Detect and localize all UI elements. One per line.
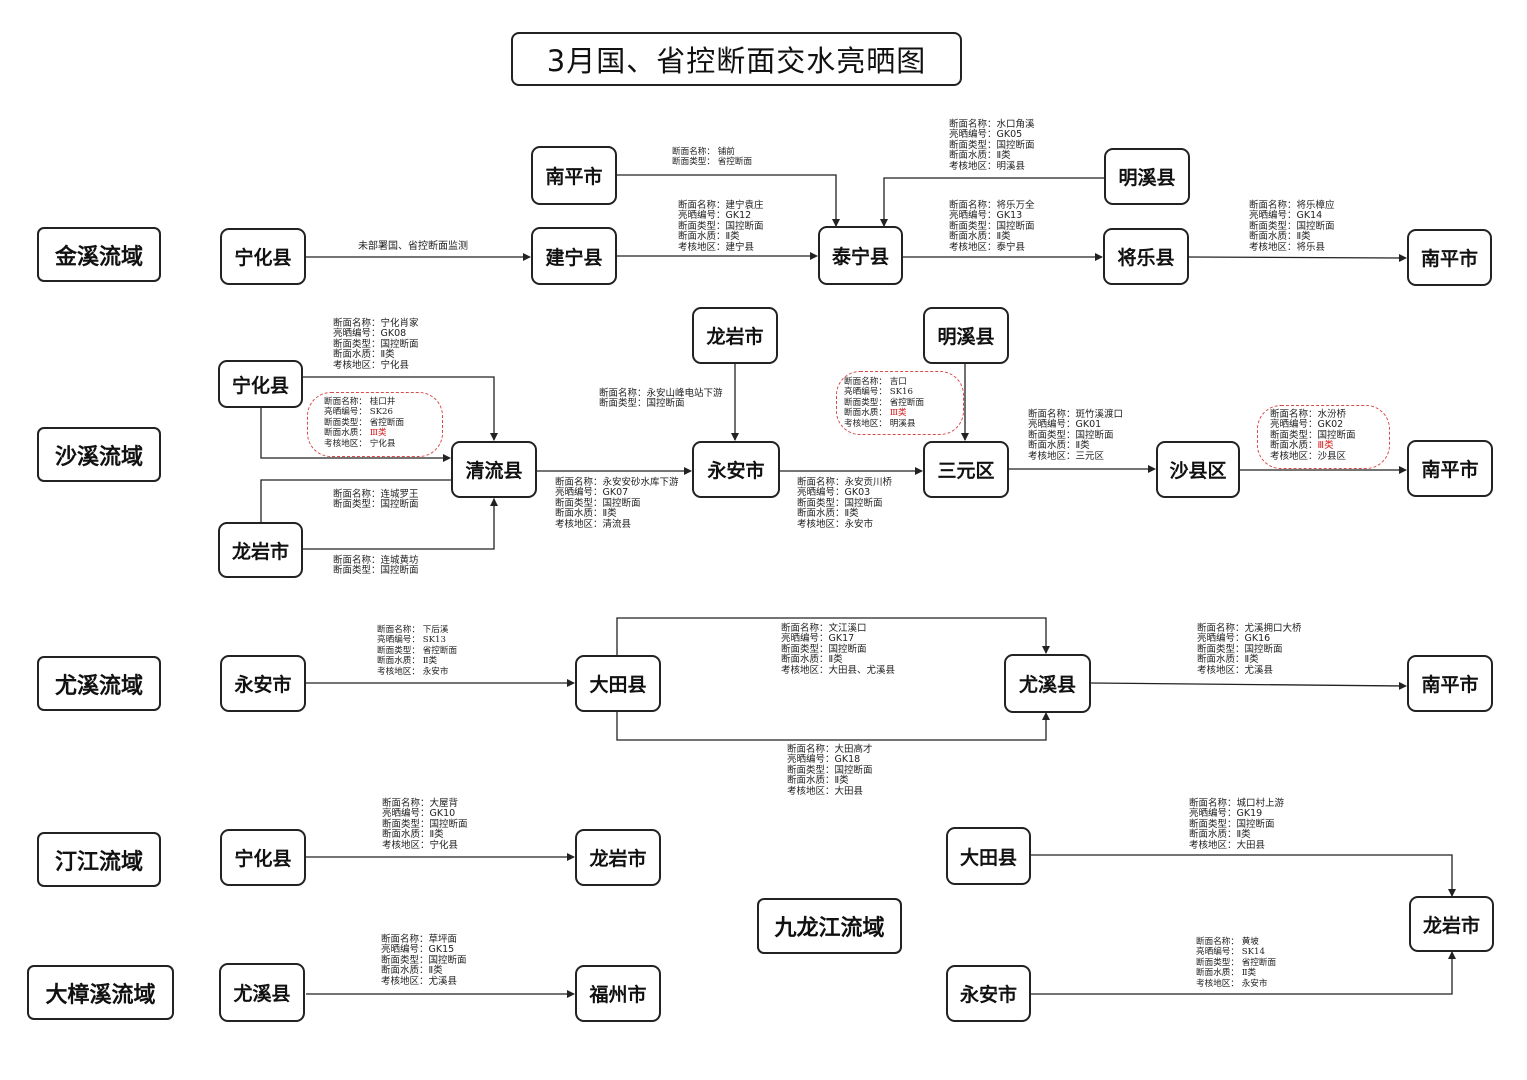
section-note-sx-ninghua-qingliu-gk08: 断面名称：宁化肖家 亮晒编号：GK08 断面类型：国控断面 断面水质：Ⅱ类 考核… [333, 318, 419, 371]
section-note-jx-jiangle-nanping: 断面名称：将乐樟应 亮晒编号：GK14 断面类型：国控断面 断面水质：Ⅱ类 考核… [1249, 200, 1335, 253]
node-sx-longyan-top[interactable]: 龙岩市 [692, 307, 778, 364]
arrow-yx-youxi-nanping [1090, 681, 1407, 690]
node-dz-youxi[interactable]: 尤溪县 [219, 963, 305, 1022]
section-note-sx-longyan-qingliu-2: 断面名称：连城黄坊 断面类型：国控断面 [333, 555, 419, 577]
section-note-dz-youxi-fuzhou: 断面名称：草坪面 亮晒编号：GK15 断面类型：国控断面 断面水质：Ⅱ类 考核地… [381, 934, 467, 987]
section-note-sx-longyan-qingliu-1: 断面名称：连城罗王 断面类型：国控断面 [333, 489, 419, 511]
basin-label-dazhangxi: 大樟溪流域 [27, 965, 174, 1020]
node-yx-yongan[interactable]: 永安市 [220, 655, 306, 712]
node-sx-yongan[interactable]: 永安市 [692, 441, 780, 498]
arrow-jx-nanping-taining [617, 174, 840, 227]
node-jx-taining[interactable]: 泰宁县 [818, 226, 903, 285]
node-jl-yongan[interactable]: 永安市 [946, 965, 1031, 1022]
node-sx-longyan[interactable]: 龙岩市 [218, 522, 303, 578]
basin-label-jinxi: 金溪流域 [37, 227, 161, 282]
node-jx-nanping-top[interactable]: 南平市 [531, 146, 617, 205]
node-jx-jianning[interactable]: 建宁县 [531, 227, 617, 285]
node-sx-nanping[interactable]: 南平市 [1407, 440, 1493, 497]
section-note-sx-mingxi-sanyuan-sk16: 断面名称： 吉口 亮晒编号： SK16 断面类型： 省控断面 断面水质： Ⅲ类 … [844, 377, 925, 429]
alert-oval-shuifenqiao [1257, 405, 1390, 469]
section-note-jx-ninghua-jianning: 未部署国、省控断面监测 [358, 241, 468, 252]
basin-label-jiulongjiang: 九龙江流域 [757, 898, 902, 954]
basin-label-shaxi: 沙溪流域 [37, 427, 161, 482]
section-note-sx-qingliu-yongan: 断面名称：永安安砂水库下游 亮晒编号：GK07 断面类型：国控断面 断面水质：Ⅱ… [555, 477, 679, 530]
section-note-sx-shaxian-nanping: 断面名称：水汾桥 亮晒编号：GK02 断面类型：国控断面 断面水质：Ⅲ类 考核地… [1270, 409, 1356, 462]
section-note-yx-datian-youxi-bottom: 断面名称：大田高才 亮晒编号：GK18 断面类型：国控断面 断面水质：Ⅱ类 考核… [787, 744, 873, 797]
section-note-jx-nanping-taining: 断面名称： 铺前 断面类型： 省控断面 [672, 147, 753, 168]
section-note-jx-mingxi-taining: 断面名称：水口角溪 亮晒编号：GK05 断面类型：国控断面 断面水质：Ⅱ类 考核… [949, 119, 1035, 172]
node-yx-datian[interactable]: 大田县 [575, 655, 661, 712]
arrow-jx-mingxi-taining [880, 177, 1104, 227]
node-sx-qingliu[interactable]: 清流县 [451, 441, 537, 498]
node-dz-fuzhou[interactable]: 福州市 [575, 965, 661, 1022]
node-jx-jiangle[interactable]: 将乐县 [1103, 228, 1189, 285]
arrow-sx-ninghua-qingliu-2 [260, 408, 451, 462]
basin-label-youxi: 尤溪流域 [37, 656, 161, 711]
quality-alert: Ⅲ类 [889, 408, 907, 419]
node-sx-sanyuan[interactable]: 三元区 [923, 441, 1009, 498]
arrow-jx-jiangle-nanping [1188, 253, 1407, 262]
arrow-yx-datian-youxi-bottom [616, 712, 1050, 741]
node-yx-youxi[interactable]: 尤溪县 [1004, 654, 1091, 713]
arrow-sx-ninghua-qingliu-1 [303, 376, 498, 441]
node-jx-ninghua[interactable]: 宁化县 [220, 228, 306, 285]
section-note-tj-ninghua-longyan: 断面名称：大屋背 亮晒编号：GK10 断面类型：国控断面 断面水质：Ⅱ类 考核地… [382, 798, 468, 851]
section-note-jl-datian-longyan: 断面名称：城口村上游 亮晒编号：GK19 断面类型：国控断面 断面水质：Ⅱ类 考… [1189, 798, 1285, 851]
node-tj-ninghua[interactable]: 宁化县 [220, 829, 306, 886]
arrow-jl-yongan-longyan [1031, 951, 1456, 995]
node-yx-nanping[interactable]: 南平市 [1407, 655, 1493, 712]
quality-alert: Ⅲ类 [1317, 440, 1334, 452]
node-jx-nanping-out[interactable]: 南平市 [1407, 229, 1492, 286]
section-note-yx-youxi-nanping: 断面名称：尤溪拥口大桥 亮晒编号：GK16 断面类型：国控断面 断面水质：Ⅱ类 … [1197, 623, 1302, 676]
section-note-sx-sanyuan-shaxian: 断面名称：斑竹溪渡口 亮晒编号：GK01 断面类型：国控断面 断面水质：Ⅱ类 考… [1028, 409, 1124, 462]
page-title: 3月国、省控断面交水亮晒图 [511, 32, 962, 86]
section-note-sx-longyan-yongan: 断面名称：永安山峰电站下游 断面类型：国控断面 [599, 388, 723, 410]
node-tj-longyan[interactable]: 龙岩市 [575, 829, 661, 886]
node-sx-mingxi-top[interactable]: 明溪县 [923, 307, 1009, 364]
section-note-yx-datian-youxi-top: 断面名称：文江溪口 亮晒编号：GK17 断面类型：国控断面 断面水质：Ⅱ类 考核… [781, 623, 896, 676]
arrow-jl-datian-longyan [1031, 854, 1456, 897]
arrow-yx-datian-youxi-top [616, 617, 1050, 655]
section-note-jx-jianning-taining: 断面名称：建宁袁庄 亮晒编号：GK12 断面类型：国控断面 断面水质：Ⅱ类 考核… [678, 200, 764, 253]
section-note-sx-yongan-sanyuan: 断面名称：永安贡川桥 亮晒编号：GK03 断面类型：国控断面 断面水质：Ⅱ类 考… [797, 477, 893, 530]
alert-oval-guikoujing [307, 392, 443, 457]
section-note-sx-ninghua-qingliu-sk26: 断面名称： 桂口井 亮晒编号： SK26 断面类型： 省控断面 断面水质： Ⅲ类… [324, 397, 405, 449]
arrow-sx-longyan-qingliu-2 [303, 498, 498, 550]
node-jl-longyan[interactable]: 龙岩市 [1409, 896, 1494, 952]
node-jx-mingxi-top[interactable]: 明溪县 [1104, 148, 1190, 205]
node-jl-datian[interactable]: 大田县 [946, 827, 1031, 885]
section-note-jl-yongan-longyan: 断面名称： 黄坡 亮晒编号： SK14 断面类型： 省控断面 断面水质： Ⅱ类 … [1196, 937, 1277, 989]
section-note-yx-yongan-datian: 断面名称： 下后溪 亮晒编号： SK13 断面类型： 省控断面 断面水质： Ⅱ类… [377, 625, 458, 677]
alert-oval-jikou [836, 371, 964, 435]
quality-alert: Ⅲ类 [369, 428, 387, 439]
basin-label-tingjiang: 汀江流域 [37, 832, 161, 887]
section-note-jx-taining-jiangle: 断面名称：将乐万全 亮晒编号：GK13 断面类型：国控断面 断面水质：Ⅱ类 考核… [949, 200, 1035, 253]
node-sx-shaxian[interactable]: 沙县区 [1156, 441, 1240, 498]
node-sx-ninghua[interactable]: 宁化县 [218, 360, 303, 408]
